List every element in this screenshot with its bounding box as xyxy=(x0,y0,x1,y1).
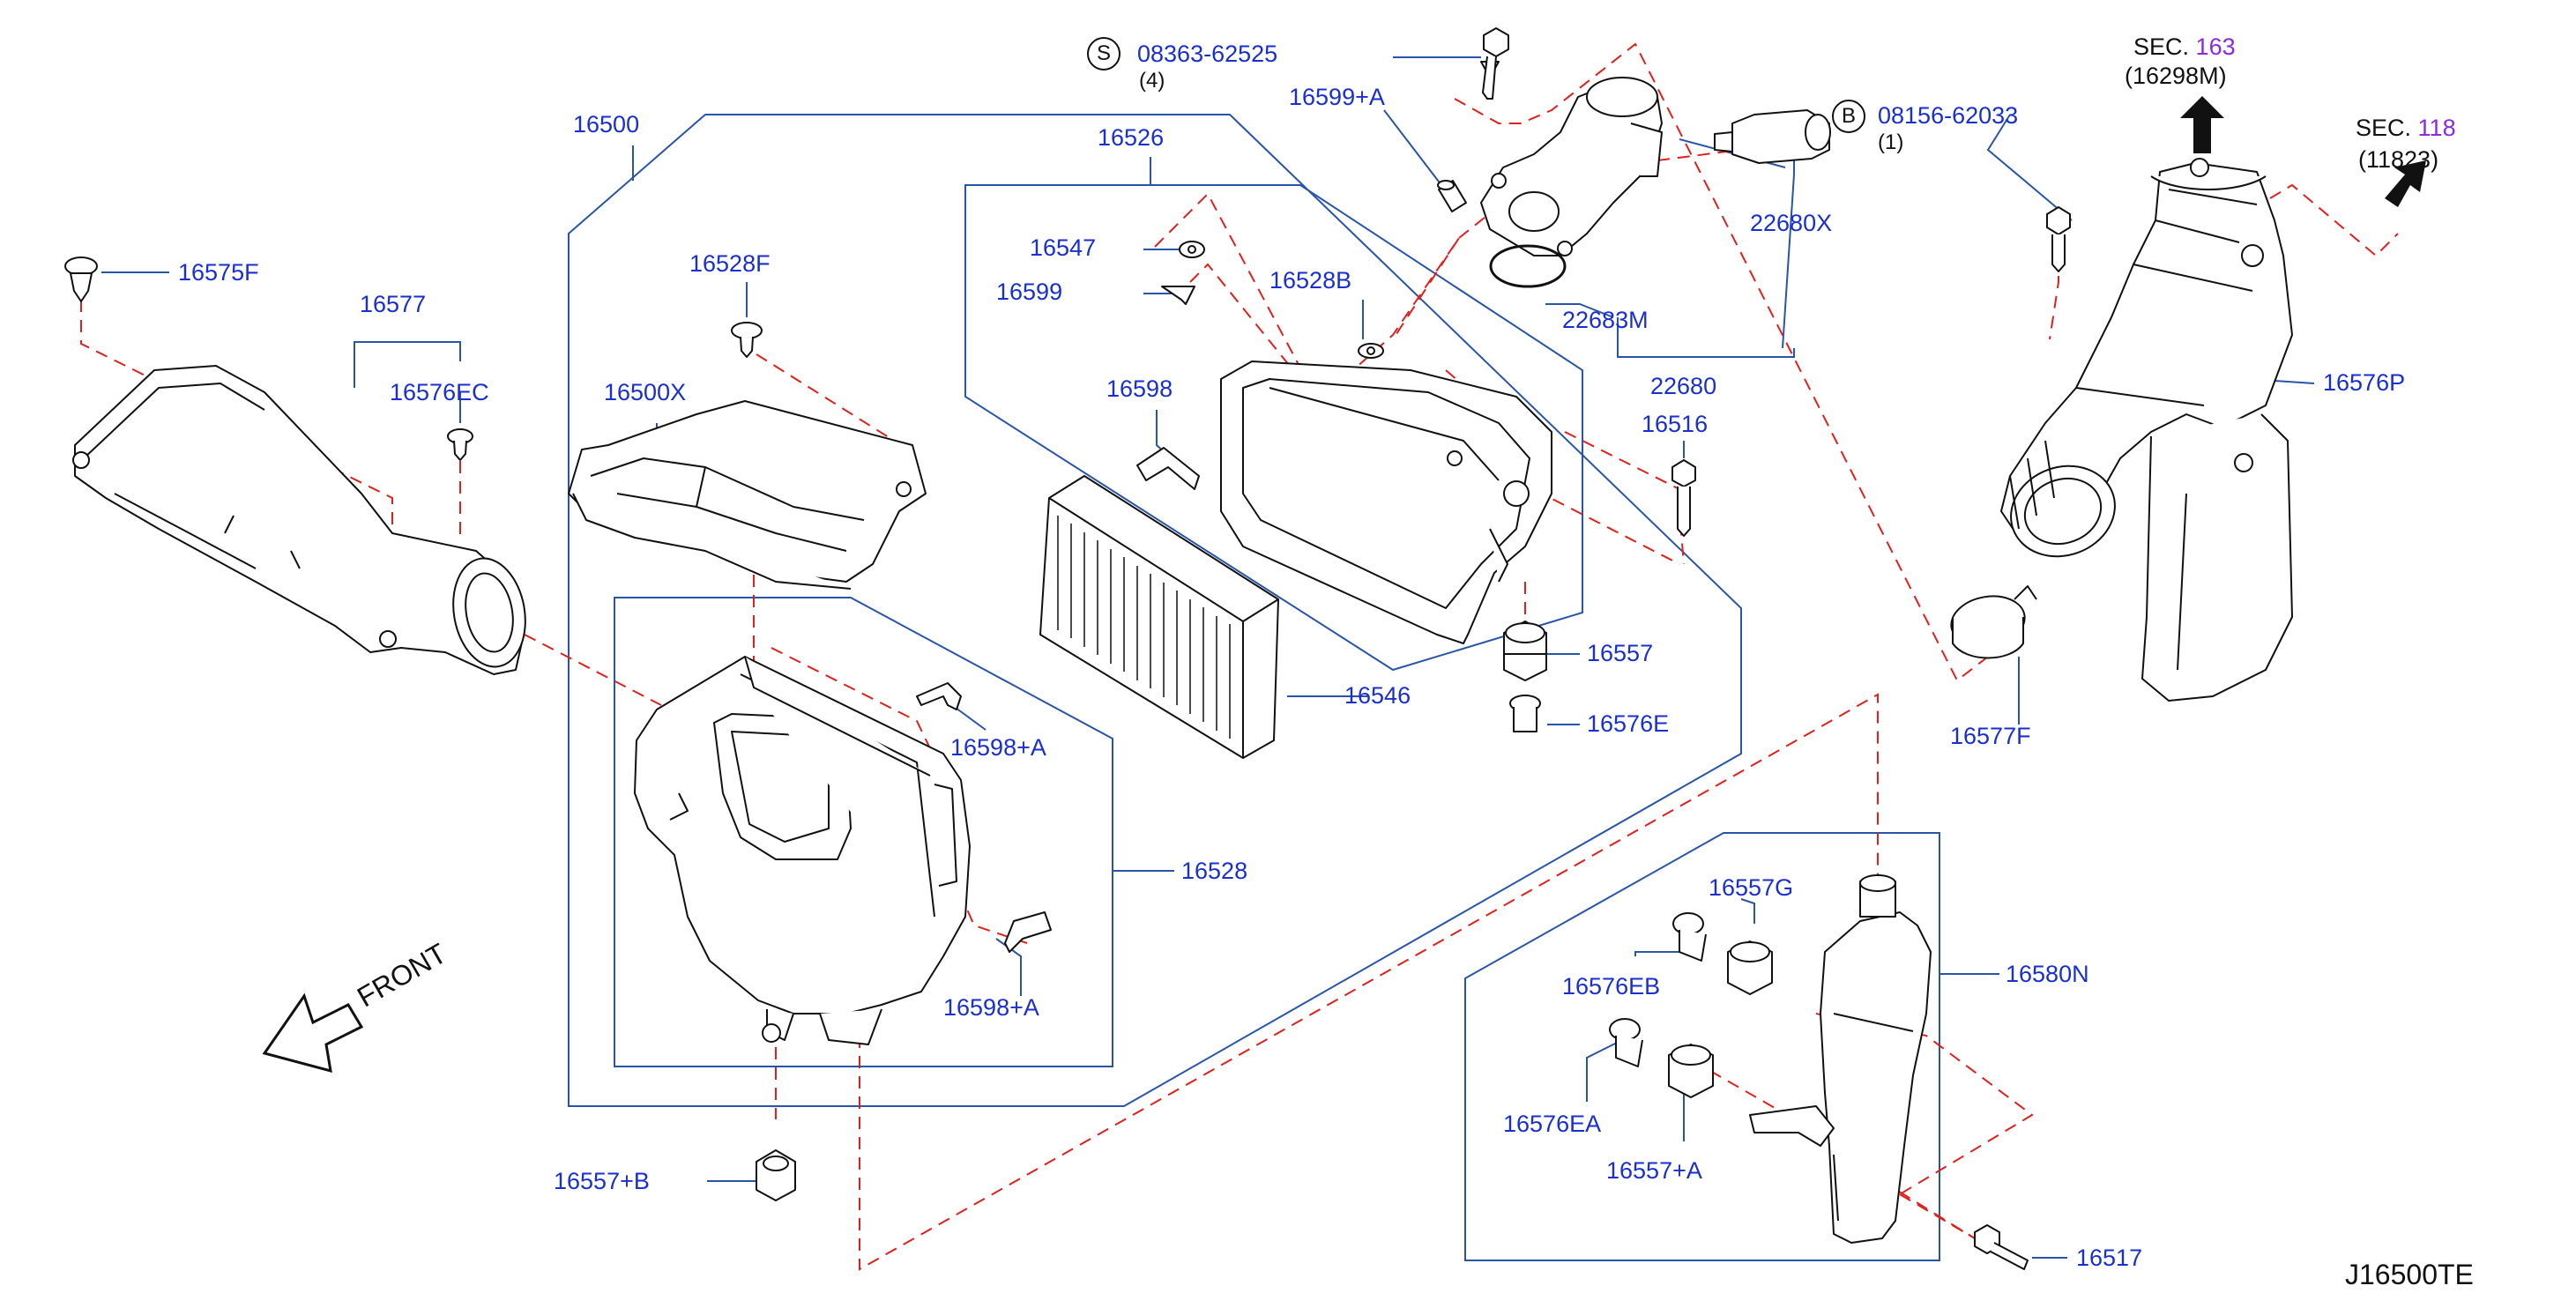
label-16576P: 16576P xyxy=(2323,369,2406,396)
label-16575F: 16575F xyxy=(178,259,259,286)
label-16528F: 16528F xyxy=(689,250,771,277)
sec-118-number[interactable]: 118 xyxy=(2417,115,2456,141)
label-16576EA: 16576EA xyxy=(1503,1111,1602,1137)
part-22680-adaptor xyxy=(1480,77,1663,256)
part-16599A-pin xyxy=(1437,180,1467,212)
frame-16526 xyxy=(964,184,1583,672)
label-16557B: 16557+B xyxy=(554,1168,650,1194)
label-08156-62033: 08156-62033 xyxy=(1878,102,2019,129)
part-16528B xyxy=(1358,343,1384,359)
label-16557A: 16557+A xyxy=(1606,1157,1702,1184)
label-16500: 16500 xyxy=(573,111,640,137)
sec-163-text: SEC. xyxy=(2133,33,2190,60)
part-08156-bolt xyxy=(2046,206,2071,272)
part-22680X-sensor xyxy=(1714,109,1831,164)
part-16598-clip xyxy=(1136,447,1200,490)
part-16598A-clip-top xyxy=(916,682,962,710)
label-16557: 16557 xyxy=(1587,640,1654,666)
part-22683M-oring xyxy=(1489,244,1567,288)
label-16576EB: 16576EB xyxy=(1562,973,1661,1000)
arrow-sec-163 xyxy=(2180,96,2224,153)
label-16557G: 16557G xyxy=(1709,874,1794,901)
label-16577F: 16577F xyxy=(1950,723,2031,749)
parts xyxy=(64,27,2293,1270)
part-16500X-duct xyxy=(568,400,927,590)
part-16577F-clamp xyxy=(1950,585,2037,659)
label-16598A-bottom: 16598+A xyxy=(943,994,1039,1021)
label-sec-118-ref: (11823) xyxy=(2358,146,2439,173)
part-16546-filter xyxy=(1039,475,1279,759)
part-16557G xyxy=(1727,940,1773,995)
part-16557A xyxy=(1668,1044,1714,1098)
part-08363-bolt xyxy=(1480,27,1509,100)
frame-16528 xyxy=(614,597,1113,1067)
label-16580N: 16580N xyxy=(2006,961,2089,987)
front-arrow-icon xyxy=(262,992,364,1074)
part-16517 xyxy=(1974,1224,2029,1270)
part-16576EA xyxy=(1609,1018,1643,1067)
label-08363-qty: (4) xyxy=(1139,69,1165,93)
part-16526-cover xyxy=(1220,360,1552,644)
part-16576EB xyxy=(1672,912,1707,962)
circle-s-icon: S xyxy=(1087,37,1120,71)
label-16576E: 16576E xyxy=(1587,710,1670,737)
label-22680: 22680 xyxy=(1650,373,1717,399)
label-16598: 16598 xyxy=(1106,375,1173,402)
section-arrows xyxy=(2180,96,2426,207)
callout-frames xyxy=(568,114,1940,1261)
part-16557 xyxy=(1503,621,1547,681)
part-16599 xyxy=(1161,286,1195,305)
diagram-code: J16500TE xyxy=(2345,1259,2474,1290)
frame-16500 xyxy=(568,114,1742,1107)
label-08156-qty: (1) xyxy=(1878,130,1904,154)
circle-b-icon: B xyxy=(1832,100,1865,133)
label-sec-163: SEC. 163 xyxy=(2133,35,2236,59)
part-16528-case xyxy=(634,656,971,1045)
label-16546: 16546 xyxy=(1344,682,1411,709)
arrow-sec-118 xyxy=(2385,160,2426,207)
label-22680X: 22680X xyxy=(1750,210,1833,236)
part-16528F xyxy=(731,322,763,358)
part-16577-duct xyxy=(72,365,526,675)
label-16528B: 16528B xyxy=(1269,267,1352,294)
label-16528: 16528 xyxy=(1181,858,1248,884)
part-16576E xyxy=(1509,695,1541,732)
label-16517: 16517 xyxy=(2076,1245,2143,1271)
label-sec-118: SEC. 118 xyxy=(2356,116,2456,140)
label-08363-62525: 08363-62525 xyxy=(1137,41,1278,67)
part-16580N-resonator xyxy=(1749,874,1932,1244)
guide-lines xyxy=(80,42,2399,1271)
label-16598A-top: 16598+A xyxy=(950,734,1046,761)
sec-163-number[interactable]: 163 xyxy=(2195,33,2236,60)
part-16598A-clip-bottom xyxy=(1004,911,1052,953)
label-16599A: 16599+A xyxy=(1289,84,1385,110)
part-16516 xyxy=(1671,459,1696,537)
label-sec-163-ref: (16298M) xyxy=(2125,63,2227,89)
label-16500X: 16500X xyxy=(604,379,687,405)
label-16577: 16577 xyxy=(360,291,427,317)
label-16526: 16526 xyxy=(1098,124,1165,151)
label-16547: 16547 xyxy=(1030,234,1097,261)
label-16516: 16516 xyxy=(1642,411,1709,437)
label-16576EC: 16576EC xyxy=(390,379,489,405)
part-16576EC xyxy=(447,428,473,461)
part-16547 xyxy=(1179,241,1205,258)
sec-118-text: SEC. xyxy=(2356,115,2412,141)
label-16599: 16599 xyxy=(996,279,1063,305)
part-16557B xyxy=(756,1149,796,1201)
label-22683M: 22683M xyxy=(1562,307,1649,333)
part-16576P-duct xyxy=(2000,158,2293,702)
part-16575F xyxy=(64,256,98,302)
